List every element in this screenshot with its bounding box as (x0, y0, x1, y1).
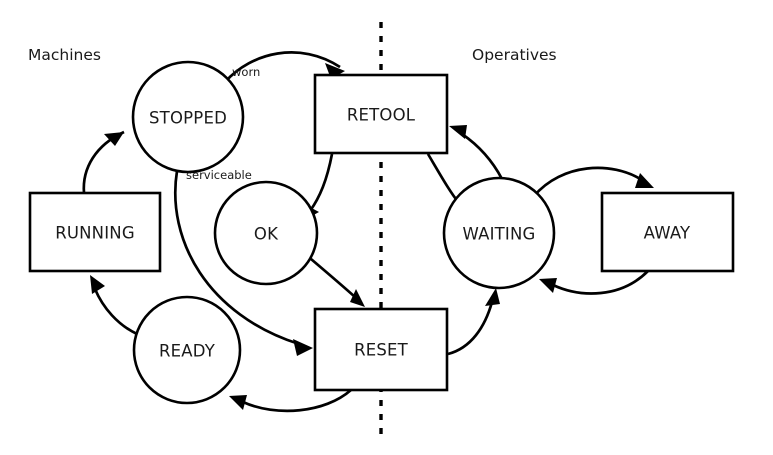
node-waiting-label: WAITING (462, 225, 535, 244)
node-retool[interactable]: RETOOL (313, 73, 449, 155)
node-waiting-shape[interactable] (442, 176, 556, 290)
node-retool-label: RETOOL (347, 106, 416, 125)
edge-label-worn: worn (232, 65, 260, 79)
node-away[interactable]: AWAY (600, 191, 735, 273)
node-reset[interactable]: RESET (313, 307, 449, 392)
group-title-machines: Machines (28, 46, 101, 64)
edge-label-layer: worn serviceable (186, 65, 260, 182)
node-reset-label: RESET (354, 341, 409, 360)
edge-waiting-to-retool (449, 125, 504, 180)
node-away-shape[interactable] (600, 191, 735, 273)
edge-stopped-to-reset (174, 170, 313, 356)
node-ready[interactable]: READY (132, 295, 242, 405)
node-ready-shape[interactable] (132, 295, 242, 405)
edge-ready-to-running (90, 275, 138, 336)
edge-waiting-to-away (532, 166, 654, 197)
node-stopped-shape[interactable] (131, 60, 245, 174)
arrow-head-icon (90, 275, 105, 294)
node-ok-shape[interactable] (213, 180, 319, 286)
node-reset-shape[interactable] (313, 307, 449, 392)
node-away-label: AWAY (644, 224, 691, 243)
node-waiting[interactable]: WAITING (442, 176, 556, 290)
arrow-head-icon (449, 125, 467, 139)
arrow-head-icon (104, 132, 124, 146)
arrow-head-icon (350, 289, 365, 307)
group-title-operatives: Operatives (472, 46, 557, 64)
edge-reset-to-waiting (447, 288, 500, 356)
edge-reset-to-ready (229, 388, 352, 413)
node-layer: STOPPED RUNNING OK READY RETOOL RESET (28, 60, 735, 405)
edge-ok-to-reset (310, 257, 365, 307)
arrow-head-icon (539, 278, 557, 293)
node-stopped-label: STOPPED (149, 109, 227, 128)
node-retool-shape[interactable] (313, 73, 449, 155)
node-running-shape[interactable] (28, 191, 162, 273)
arrow-head-icon (635, 173, 654, 188)
node-ok-label: OK (254, 225, 279, 244)
arrow-head-icon (293, 339, 313, 356)
arrow-head-icon (229, 395, 247, 410)
node-running[interactable]: RUNNING (28, 191, 162, 273)
edge-away-to-waiting (539, 270, 649, 295)
edge-label-serviceable: serviceable (186, 168, 252, 182)
node-ready-label: READY (159, 342, 216, 361)
node-running-label: RUNNING (55, 224, 135, 243)
arrow-head-icon (485, 288, 500, 306)
group-title-layer: Machines Operatives (28, 46, 557, 64)
edge-running-to-stopped (82, 130, 125, 194)
node-ok[interactable]: OK (213, 180, 319, 286)
node-stopped[interactable]: STOPPED (131, 60, 245, 174)
